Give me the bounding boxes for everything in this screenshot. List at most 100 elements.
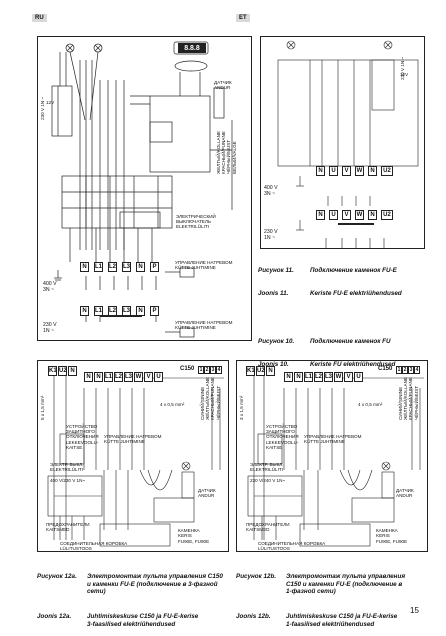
caption-num: Рисунок 10.	[258, 338, 295, 346]
terminal: N	[84, 372, 93, 382]
label-panel-c150: C150	[378, 366, 393, 372]
terminal: N	[294, 372, 303, 382]
label-cable-2: 3 x 1,5 mm²	[239, 395, 244, 420]
label-heater-models: FU90E, FU90E	[178, 539, 210, 544]
terminal: W	[134, 372, 143, 382]
caption-num: Joonis 11.	[258, 289, 289, 297]
figure-10-frame	[37, 36, 252, 341]
lang-label-et: ET	[236, 14, 250, 22]
caption-num: Рисунок 11.	[258, 267, 294, 275]
terminal: V	[344, 372, 353, 382]
terminal: K1	[246, 366, 255, 376]
label-switch: ЭЛЕКТР. ВЫКЛ. ELEKTRILÜLITI	[50, 462, 84, 473]
label-heater: КАМЕНКА KERIS	[178, 528, 200, 539]
terminal: P	[150, 306, 159, 316]
terminal: L2	[108, 262, 117, 272]
caption-text: Juhtimiskeskuse C150 ja FU-E-kerise 1-fa…	[286, 613, 398, 628]
wire-color-2: КРАСНЫЙ/PUNANE	[408, 377, 414, 420]
caption-figure-11: Рисунок 11.Подключение каменок FU-E Joon…	[258, 252, 402, 305]
terminal: U2	[381, 166, 393, 176]
terminal-block-12a-k1: K1 U2 N	[48, 366, 77, 376]
terminal: L1	[304, 372, 313, 382]
terminal: L2	[314, 372, 323, 382]
terminal: K1	[48, 366, 57, 376]
caption-num: Joonis 12a.	[37, 613, 72, 621]
terminal: 3	[210, 366, 216, 374]
wire-color-2: КРАСНЫЙ/PUNANE	[210, 377, 216, 420]
caption-text: Keriste FU elektriühendused	[310, 360, 396, 368]
terminal: U2	[58, 366, 67, 376]
label-cable-1: 4 x 0,5 mm²	[358, 402, 383, 407]
terminal-block-fig11-top: N U V W N U2	[316, 166, 393, 176]
label-supply-230v: 230 V 1N ~	[264, 229, 278, 241]
terminal: N	[368, 210, 377, 220]
label-supply-230v: 230 V 1N ~	[43, 322, 57, 334]
label-switch: ЭЛЕКТРИЧЕСКИЙ ВЫКЛЮЧАТЕЛЬ ELEKTRILÜLITI	[176, 214, 216, 230]
caption-num: Joonis 10.	[258, 360, 289, 368]
terminal: L1	[94, 306, 103, 316]
terminal-block-fig10-top: N L1 L2 L3 N P	[80, 262, 159, 272]
terminal: N	[136, 306, 145, 316]
terminal: 2	[204, 366, 210, 374]
terminal-block-12a-main: N N L1 L2 L3 W V U	[84, 372, 163, 382]
terminal-block-12b-k1: K1 U2 N	[246, 366, 275, 376]
caption-num: Рисунок 12b.	[236, 573, 277, 581]
caption-text: Keriste FU-E elektriühendused	[310, 289, 402, 297]
label-fuses: ПРЕДОХРАНИТЕЛИ KAITSMED	[246, 522, 290, 533]
label-heating-control: УПРАВЛЕНИЕ НАГРЕВОМ KÜTTE JUHTIMINE	[304, 434, 362, 445]
terminal: 4	[216, 366, 222, 374]
caption-figure-12a: Рисунок 12a.Электромонтаж пульта управле…	[37, 558, 223, 636]
terminal: U2	[381, 210, 393, 220]
caption-figure-10: Рисунок 10. Подключение каменок FU Joonis…	[258, 323, 395, 376]
figure-12a-frame	[37, 360, 229, 552]
figure-11-frame	[260, 36, 425, 249]
terminal: 3	[408, 366, 414, 374]
caption-text: Juhtimiskeskuse C150 ja FU-E-kerise 3-fa…	[87, 613, 199, 628]
label-switch: ЭЛЕКТР. ВЫКЛ. ELEKTRILÜLITI	[250, 462, 284, 473]
wire-colors-12b: СИНИЙ/SININE ЖЁЛТЫЙ/KOLLANE КРАСНЫЙ/PUNA…	[398, 377, 419, 420]
terminal: W	[334, 372, 343, 382]
terminal: L3	[122, 306, 131, 316]
label-cable-1: 4 x 0,5 mm²	[160, 402, 185, 407]
terminal: V	[342, 210, 351, 220]
terminal-block-12b-small: 1 2 3 4	[396, 366, 420, 374]
label-heating-control-1: УПРАВЛЕНИЕ НАГРЕВОМ KÜTTE JUHTIMINE	[175, 260, 233, 271]
caption-text: Подключение каменок FU	[310, 338, 391, 346]
terminal: N	[80, 262, 89, 272]
page-number: 15	[410, 606, 419, 615]
label-sensor: ДАТЧИК ANDUR	[396, 488, 414, 499]
terminal: N	[80, 306, 89, 316]
terminal: N	[136, 262, 145, 272]
terminal: N	[284, 372, 293, 382]
terminal: L2	[114, 372, 123, 382]
digital-display: 8.8.8	[178, 43, 206, 53]
label-sensor: ДАТЧИК ANDUR	[198, 488, 216, 499]
label-sensor: ДАТЧИК ANDUR	[214, 80, 232, 91]
label-protect: УСТРОЙСТВО ЗАЩИТНОГО ОТКЛЮЧЕНИЯ LEKKEVOO…	[266, 424, 299, 450]
lang-label-ru: RU	[32, 14, 47, 22]
terminal-block-fig10-bottom: N L1 L2 L3 N P	[80, 306, 159, 316]
terminal: L1	[94, 262, 103, 272]
label-supply-400v: 400 V 3N ~	[43, 281, 57, 293]
terminal: N	[94, 372, 103, 382]
label-junction: СОЕДИНИТЕЛЬНАЯ КОРОБКА LÜLITUSTOOS	[258, 541, 326, 552]
terminal: U	[329, 210, 338, 220]
terminal: U	[329, 166, 338, 176]
terminal: L1	[104, 372, 113, 382]
caption-text: Электромонтаж пульта управления C150 и к…	[87, 573, 223, 596]
terminal-block-12a-small: 1 2 3 4	[198, 366, 222, 374]
wire-colors-12a: СИНИЙ/SININE ЖЁЛТЫЙ/KOLLANE КРАСНЫЙ/PUNA…	[200, 377, 221, 420]
terminal: W	[355, 210, 364, 220]
terminal: U	[154, 372, 163, 382]
caption-num: Joonis 12b.	[236, 613, 271, 621]
label-heater: КАМЕНКА KERIS	[376, 528, 398, 539]
wire-color-3: ЧЁРНЫЙ/MUST	[413, 385, 419, 420]
wire-color-3: БЕЛЫЙ/VALGE	[231, 141, 237, 174]
terminal: N	[368, 166, 377, 176]
label-12v: 12V	[46, 100, 55, 105]
terminal: W	[355, 166, 364, 176]
terminal: N	[316, 210, 325, 220]
label-fuses: ПРЕДОХРАНИТЕЛИ KAITSMED	[46, 522, 90, 533]
terminal: 4	[414, 366, 420, 374]
terminal: V	[144, 372, 153, 382]
